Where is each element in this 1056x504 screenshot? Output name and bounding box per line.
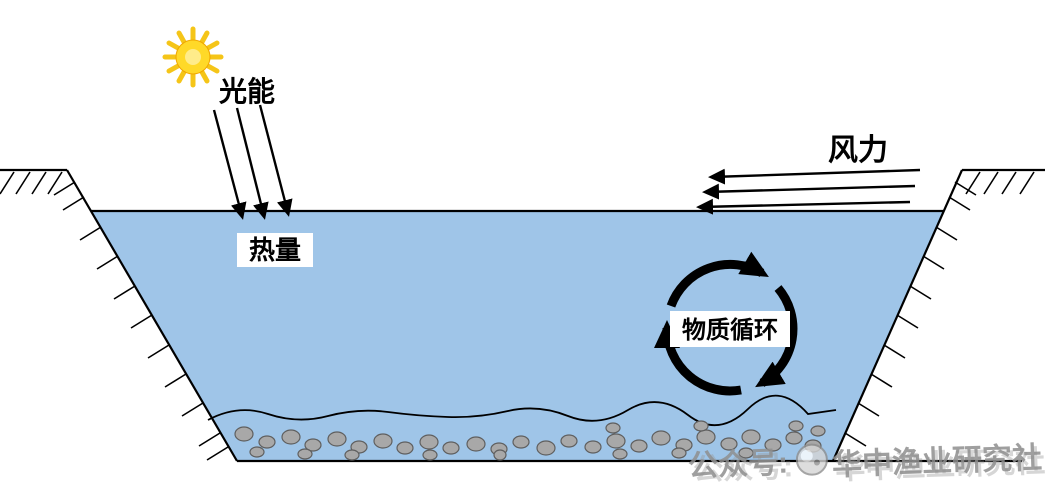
pebble [605, 422, 621, 434]
pebble [536, 440, 556, 456]
pebble [249, 446, 265, 458]
material-cycle-label-box: 物质循环 [670, 311, 790, 347]
watermark-prefix: 公众号: [687, 447, 788, 483]
light-arrow-icon [212, 104, 293, 220]
pebble [651, 430, 671, 446]
pebble [419, 434, 439, 450]
pebble [234, 426, 254, 442]
pebble [696, 429, 716, 445]
pebble [373, 433, 393, 449]
pebble [297, 448, 313, 460]
pebble [281, 429, 301, 445]
pebble [671, 447, 687, 459]
watermark-prefix-ghost: 公众号: [693, 450, 794, 486]
pebble [422, 449, 438, 461]
watermark-logo-icon [795, 443, 828, 476]
heat-label-box: 热量 [237, 233, 313, 267]
pebble [606, 433, 626, 449]
pebble [258, 435, 276, 449]
wind-arrow-icon [696, 168, 921, 215]
pebble [466, 436, 486, 452]
cycle-arrows-icon [654, 251, 798, 396]
pebble [344, 449, 360, 461]
sun-icon [162, 26, 224, 88]
bank-hatching [0, 171, 1035, 461]
watermark-name-ghost: 华中渔业研究社 [835, 445, 1046, 486]
pebble [720, 437, 738, 451]
pebble [396, 441, 414, 455]
sediment-wave-line [207, 394, 837, 427]
wind-label: 风力 [828, 134, 888, 167]
pebble [304, 438, 322, 452]
pebble [327, 431, 347, 447]
pebble [612, 448, 628, 460]
pebble [738, 447, 754, 459]
pebble [764, 438, 782, 452]
pebble [788, 420, 804, 432]
pebble [442, 441, 460, 455]
pebble [584, 440, 602, 454]
pebble [512, 435, 530, 449]
pebble [693, 420, 709, 432]
pond-water [91, 211, 944, 461]
pebble [630, 439, 648, 453]
pebble [785, 431, 803, 445]
watermark-name: 华中渔业研究社 [831, 441, 1042, 482]
watermark: 公众号: 华中渔业研究社 公众号: 华中渔业研究社 [687, 441, 1046, 487]
heat-label: 热量 [249, 235, 301, 265]
material-cycle-label: 物质循环 [682, 316, 778, 344]
pebble [560, 434, 578, 448]
pebble [493, 449, 507, 461]
pebble [741, 429, 761, 445]
light-energy-label: 光能 [218, 76, 275, 107]
pebble [810, 425, 826, 437]
